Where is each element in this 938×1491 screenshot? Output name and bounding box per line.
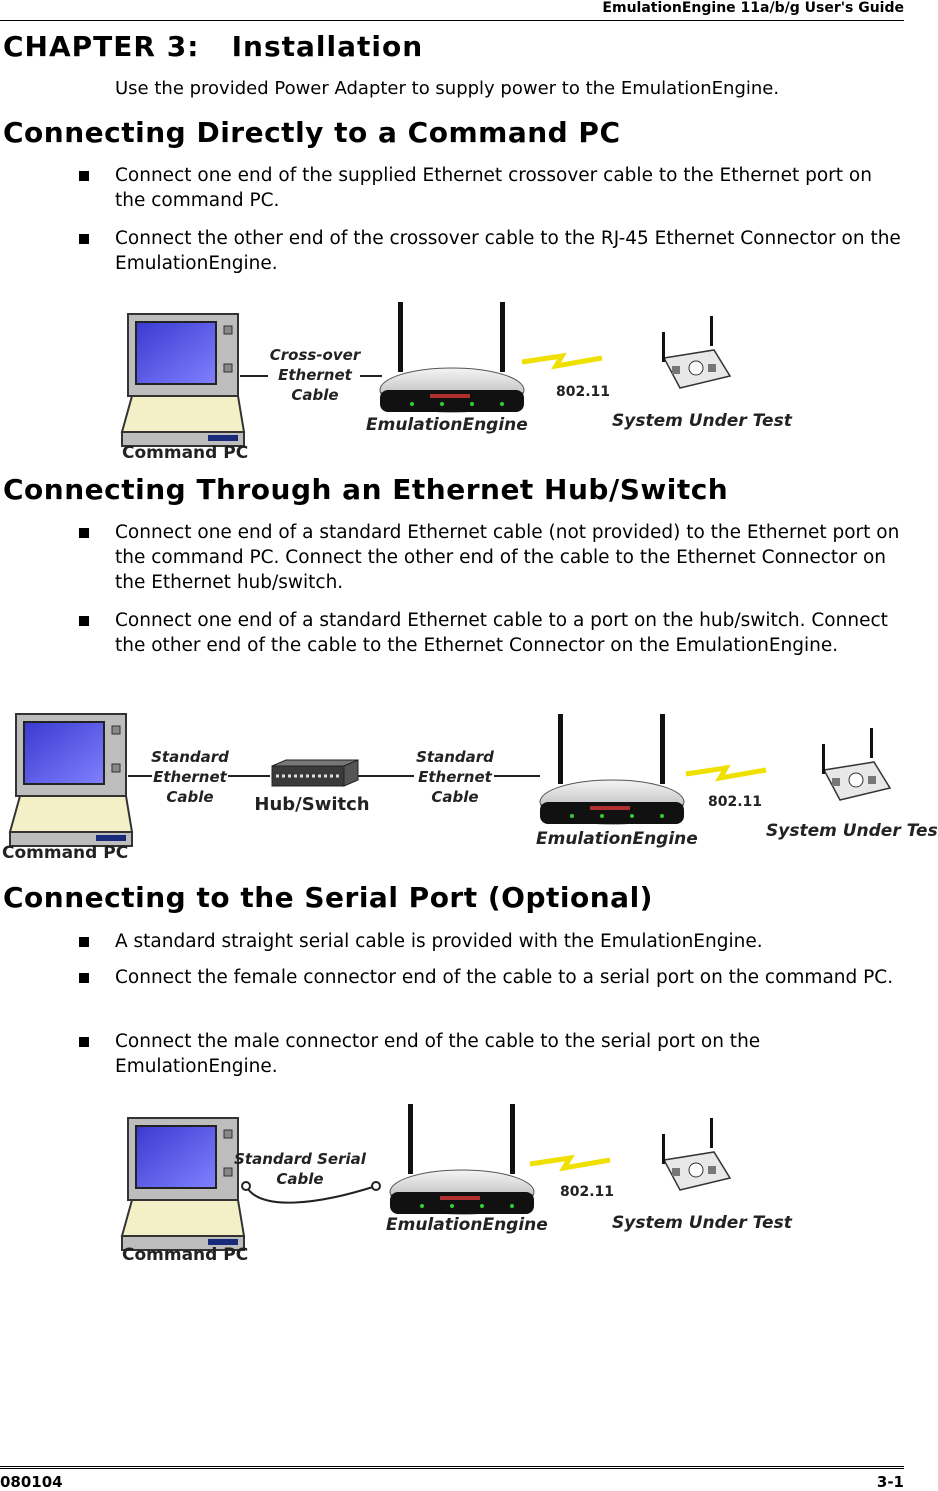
emulation-engine-icon bbox=[379, 301, 525, 413]
cable1-label-line1: Standard bbox=[151, 748, 229, 766]
cable2-label-line2: Ethernet bbox=[418, 768, 493, 786]
list-item: Connect one end of the supplied Ethernet… bbox=[79, 163, 905, 213]
chapter-title: CHAPTER 3: Installation bbox=[3, 30, 424, 63]
cable2-label-line3: Cable bbox=[431, 788, 478, 806]
wireless-label: 802.11 bbox=[560, 1184, 614, 1200]
system-under-test-icon bbox=[661, 1117, 731, 1191]
section-heading-serial: Connecting to the Serial Port (Optional) bbox=[3, 881, 653, 914]
bullet-square-icon bbox=[79, 528, 89, 538]
emulation-engine-icon bbox=[389, 1103, 535, 1215]
engine-label: EmulationEngine bbox=[366, 415, 528, 435]
wireless-link-icon bbox=[522, 356, 602, 366]
sut-label: System Under Test bbox=[612, 1213, 793, 1233]
cable-label-line2: Cable bbox=[276, 1170, 323, 1188]
intro-paragraph: Use the provided Power Adapter to supply… bbox=[115, 78, 780, 99]
hub-label: Hub/Switch bbox=[254, 794, 369, 815]
sut-label: System Under Test bbox=[766, 821, 938, 841]
cable-label-line1: Standard Serial bbox=[234, 1150, 367, 1168]
header-title: EmulationEngine 11a/b/g User's Guide bbox=[602, 0, 904, 16]
bullet-square-icon bbox=[79, 937, 89, 947]
bullet-square-icon bbox=[79, 234, 89, 244]
list-item: Connect the other end of the crossover c… bbox=[79, 226, 905, 276]
command-pc-icon bbox=[121, 1117, 245, 1251]
hub-switch-icon bbox=[271, 759, 359, 787]
list-item: A standard straight serial cable is prov… bbox=[79, 929, 905, 954]
section-heading-direct: Connecting Directly to a Command PC bbox=[3, 116, 621, 149]
command-pc-icon bbox=[121, 313, 245, 447]
wireless-link-icon bbox=[686, 768, 766, 778]
footer-page-number: 3-1 bbox=[876, 1473, 904, 1491]
page-header: EmulationEngine 11a/b/g User's Guide bbox=[0, 0, 904, 21]
serial-cable-icon bbox=[245, 1185, 377, 1204]
command-pc-icon bbox=[9, 713, 133, 847]
command-pc-label: Command PC bbox=[122, 1245, 248, 1265]
diagram-direct-connection: Command PC Cross-over Ethernet Cable Emu… bbox=[121, 301, 793, 463]
engine-label: EmulationEngine bbox=[386, 1215, 548, 1235]
cable-label-line1: Cross-over bbox=[270, 346, 362, 364]
emulation-engine-icon bbox=[539, 713, 685, 825]
cable-label-line3: Cable bbox=[291, 386, 338, 404]
cable-label-line2: Ethernet bbox=[278, 366, 353, 384]
system-under-test-icon bbox=[821, 727, 891, 801]
sut-label: System Under Test bbox=[612, 411, 793, 431]
bullet-square-icon bbox=[79, 1037, 89, 1047]
bullet-square-icon bbox=[79, 973, 89, 983]
wireless-label: 802.11 bbox=[556, 384, 610, 400]
list-item: Connect one end of a standard Ethernet c… bbox=[79, 608, 905, 658]
diagram-hub-connection: Command PC Standard Ethernet Cable Hub/S… bbox=[2, 713, 938, 863]
footer-doc-number: 080104 bbox=[0, 1473, 63, 1491]
system-under-test-icon bbox=[661, 315, 731, 389]
diagram-serial-connection: Command PC Standard Serial Cable Emulati… bbox=[121, 1103, 793, 1265]
bullet-square-icon bbox=[79, 171, 89, 181]
engine-label: EmulationEngine bbox=[536, 829, 698, 849]
list-item: Connect the male connector end of the ca… bbox=[79, 1029, 905, 1079]
list-item: Connect the female connector end of the … bbox=[79, 965, 905, 990]
cable1-label-line2: Ethernet bbox=[153, 768, 228, 786]
list-item: Connect one end of a standard Ethernet c… bbox=[79, 520, 905, 595]
bullet-square-icon bbox=[79, 616, 89, 626]
command-pc-label: Command PC bbox=[122, 443, 248, 463]
cable2-label-line1: Standard bbox=[416, 748, 494, 766]
cable1-label-line3: Cable bbox=[166, 788, 213, 806]
command-pc-label: Command PC bbox=[2, 843, 128, 863]
wireless-label: 802.11 bbox=[708, 794, 762, 810]
section-heading-hub: Connecting Through an Ethernet Hub/Switc… bbox=[3, 473, 729, 506]
wireless-link-icon bbox=[530, 1158, 610, 1168]
page-footer: 080104 3-1 bbox=[0, 1466, 904, 1491]
